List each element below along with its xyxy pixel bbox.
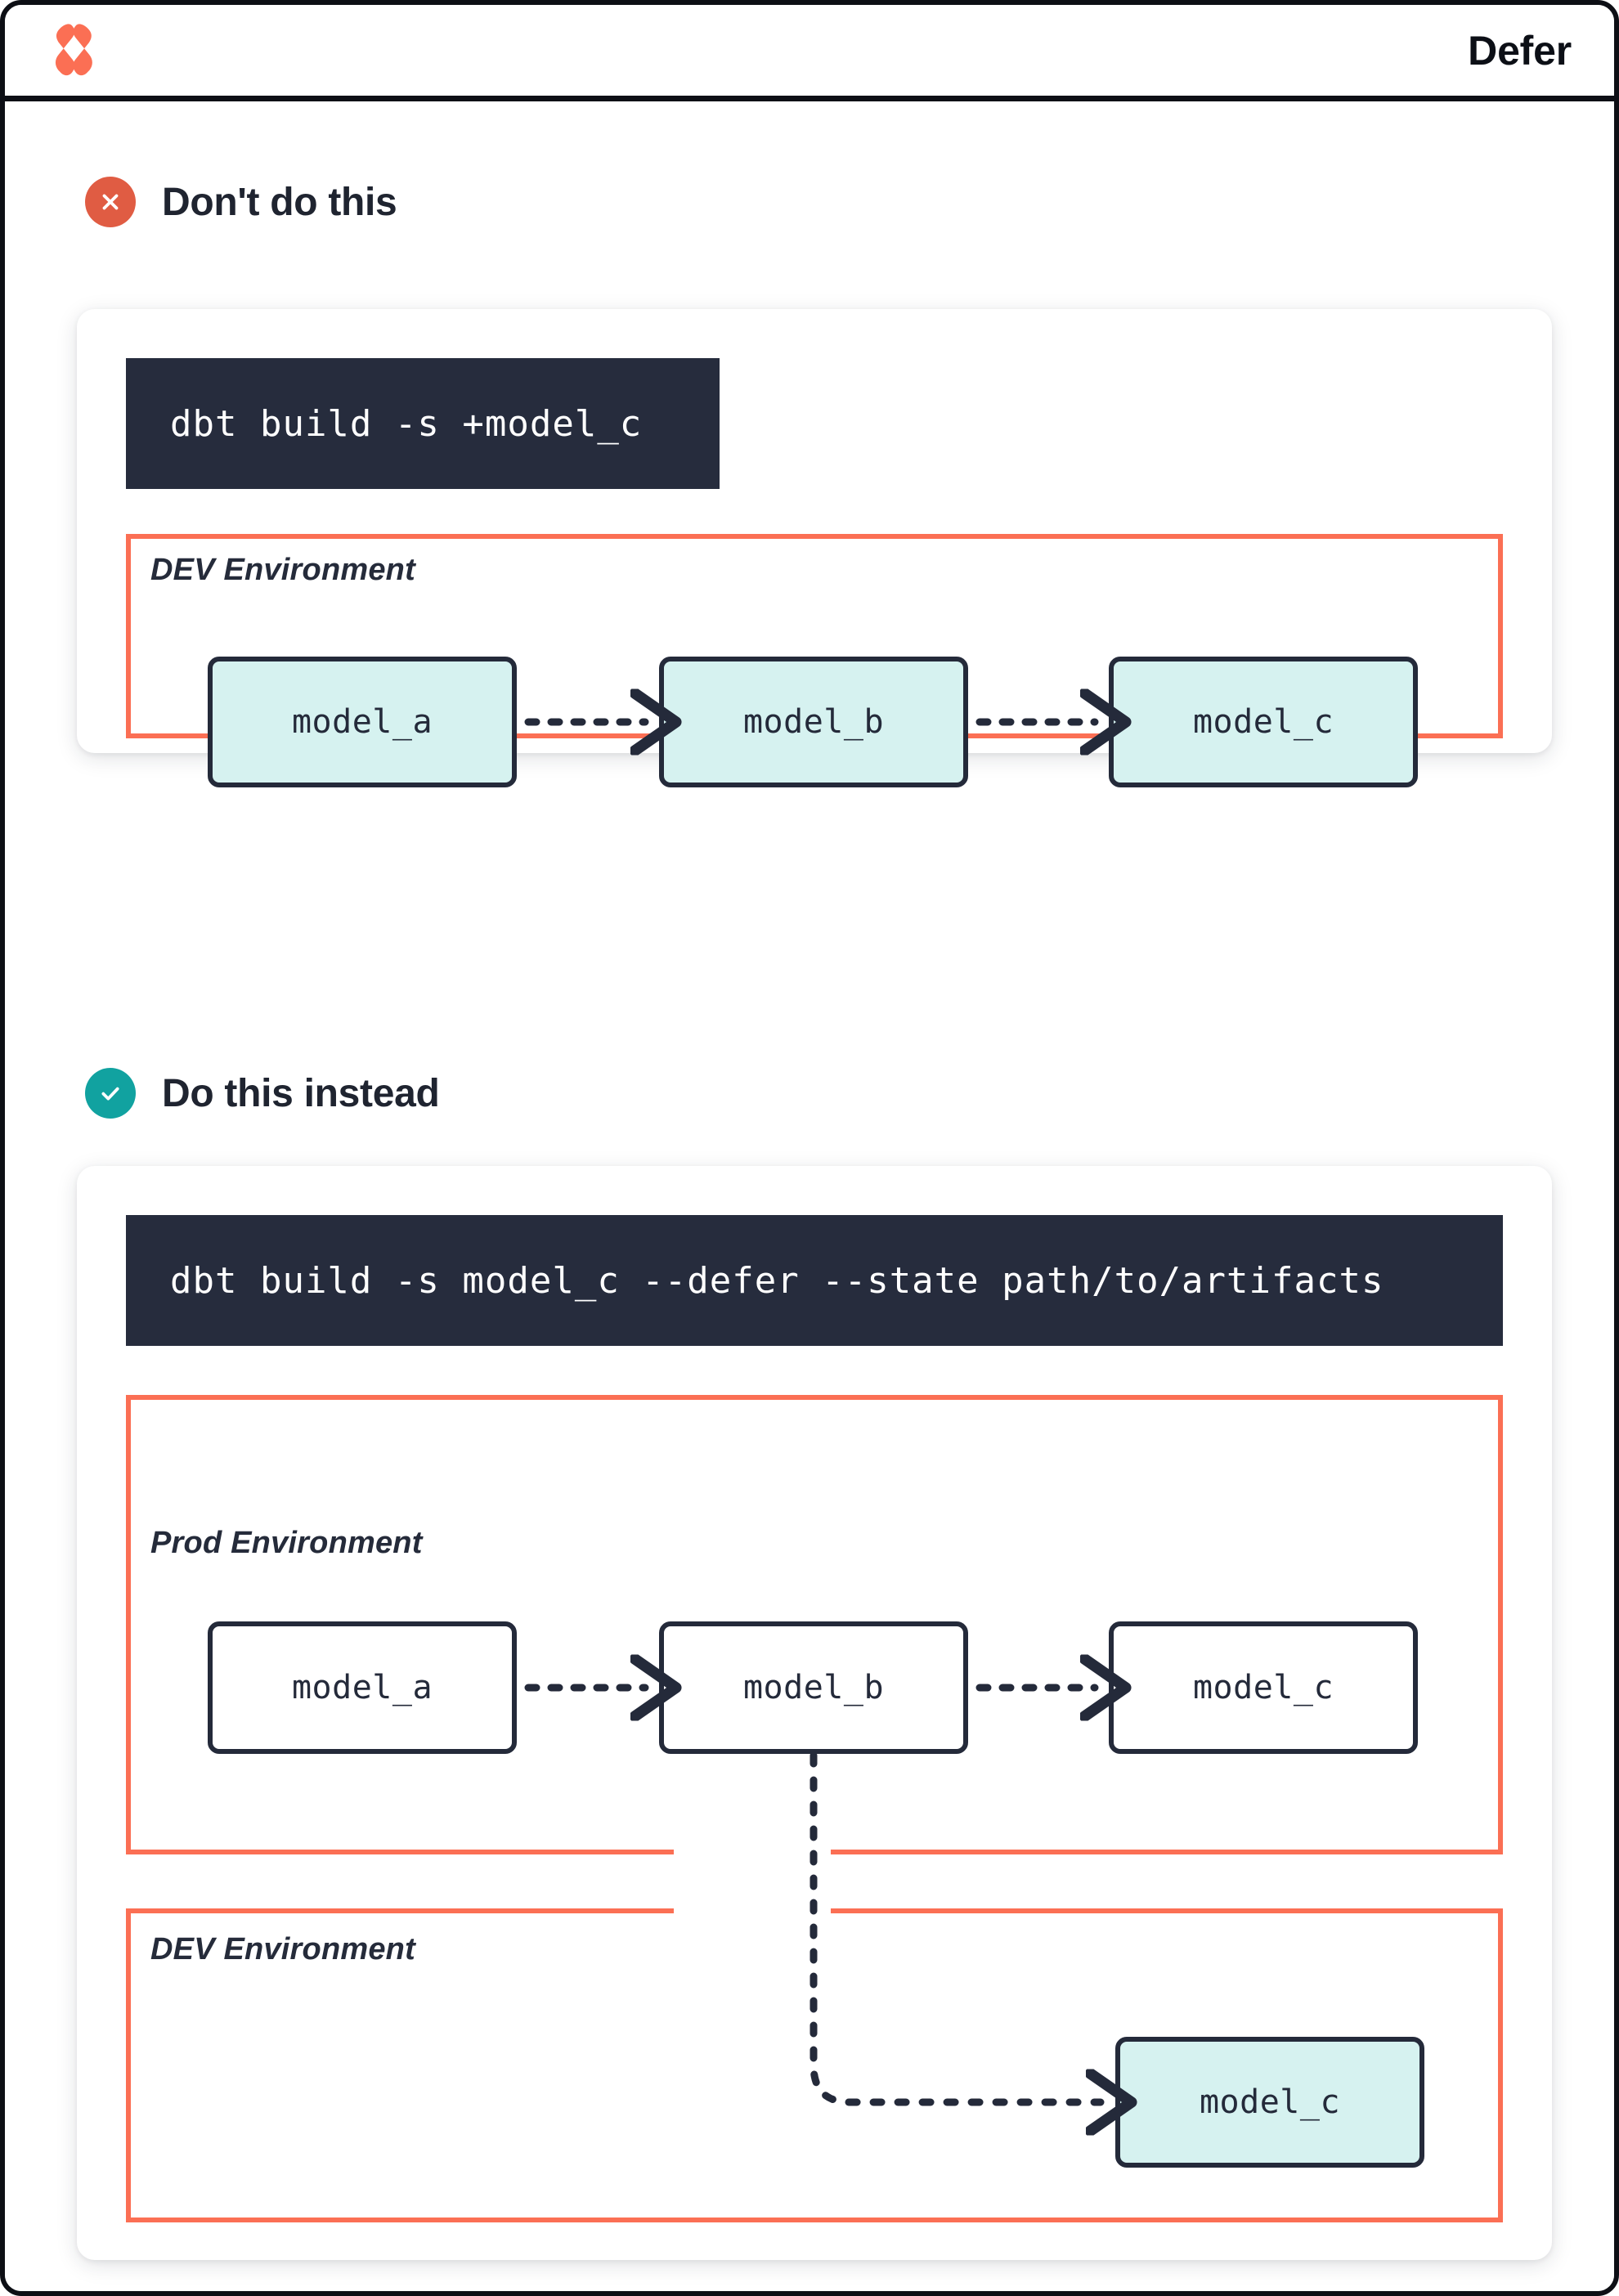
page-body: Don't do this dbt build -s +model_c DEV … xyxy=(5,107,1614,2291)
command-text-dont: dbt build -s +model_c xyxy=(170,402,643,445)
section-title-do: Do this instead xyxy=(162,1071,440,1115)
node-label-model-c-prod: model_c xyxy=(1192,1669,1334,1706)
node-label-model-b-prod: model_b xyxy=(742,1669,885,1706)
environment-frame-dev-2 xyxy=(126,1804,1503,2222)
node-model-a-prod xyxy=(208,1621,517,1754)
page-header: Defer xyxy=(5,5,1614,101)
environment-frame-dev-2-left xyxy=(126,1908,131,2222)
check-circle-icon xyxy=(85,1068,136,1119)
page-title: Defer xyxy=(1468,27,1572,74)
node-model-a-dev-1 xyxy=(208,657,517,787)
environment-frame-dev-2-top-left xyxy=(126,1908,674,1913)
environment-label-prod: Prod Environment xyxy=(150,1526,423,1560)
node-model-c-dev-1 xyxy=(1109,657,1418,787)
section-heading-do: Do this instead xyxy=(85,1068,440,1119)
node-label-model-a-prod: model_a xyxy=(291,1669,433,1706)
environment-frame-prod-left xyxy=(126,1395,131,1854)
section-heading-dont: Don't do this xyxy=(85,177,397,227)
environment-frame-dev-2-bottom xyxy=(126,2218,1503,2222)
environment-frame-prod-top xyxy=(126,1395,1503,1400)
command-bar-do: dbt build -s model_c --defer --state pat… xyxy=(126,1215,1503,1346)
node-label-model-c-dev-1: model_c xyxy=(1192,703,1334,741)
command-text-do: dbt build -s model_c --defer --state pat… xyxy=(170,1259,1384,1302)
dbt-logo-icon xyxy=(46,20,105,82)
node-label-model-b-dev-1: model_b xyxy=(742,703,885,741)
x-circle-icon xyxy=(85,177,136,227)
section-title-dont: Don't do this xyxy=(162,180,397,224)
environment-frame-prod-bottom-left xyxy=(126,1850,674,1854)
environment-frame-dev-2-top-right xyxy=(831,1908,1503,1913)
environment-frame-prod xyxy=(126,1395,1503,1854)
environment-label-dev-2: DEV Environment xyxy=(150,1932,415,1966)
command-bar-dont: dbt build -s +model_c xyxy=(126,358,720,489)
environment-frame-prod-right xyxy=(1498,1395,1503,1854)
node-label-model-c-dev-2: model_c xyxy=(1199,2083,1341,2121)
environment-frame-prod-bottom-right xyxy=(831,1850,1503,1854)
node-label-model-a-dev-1: model_a xyxy=(291,703,433,741)
environment-frame-dev-2-right xyxy=(1498,1908,1503,2222)
environment-label-dev-1: DEV Environment xyxy=(150,553,415,587)
